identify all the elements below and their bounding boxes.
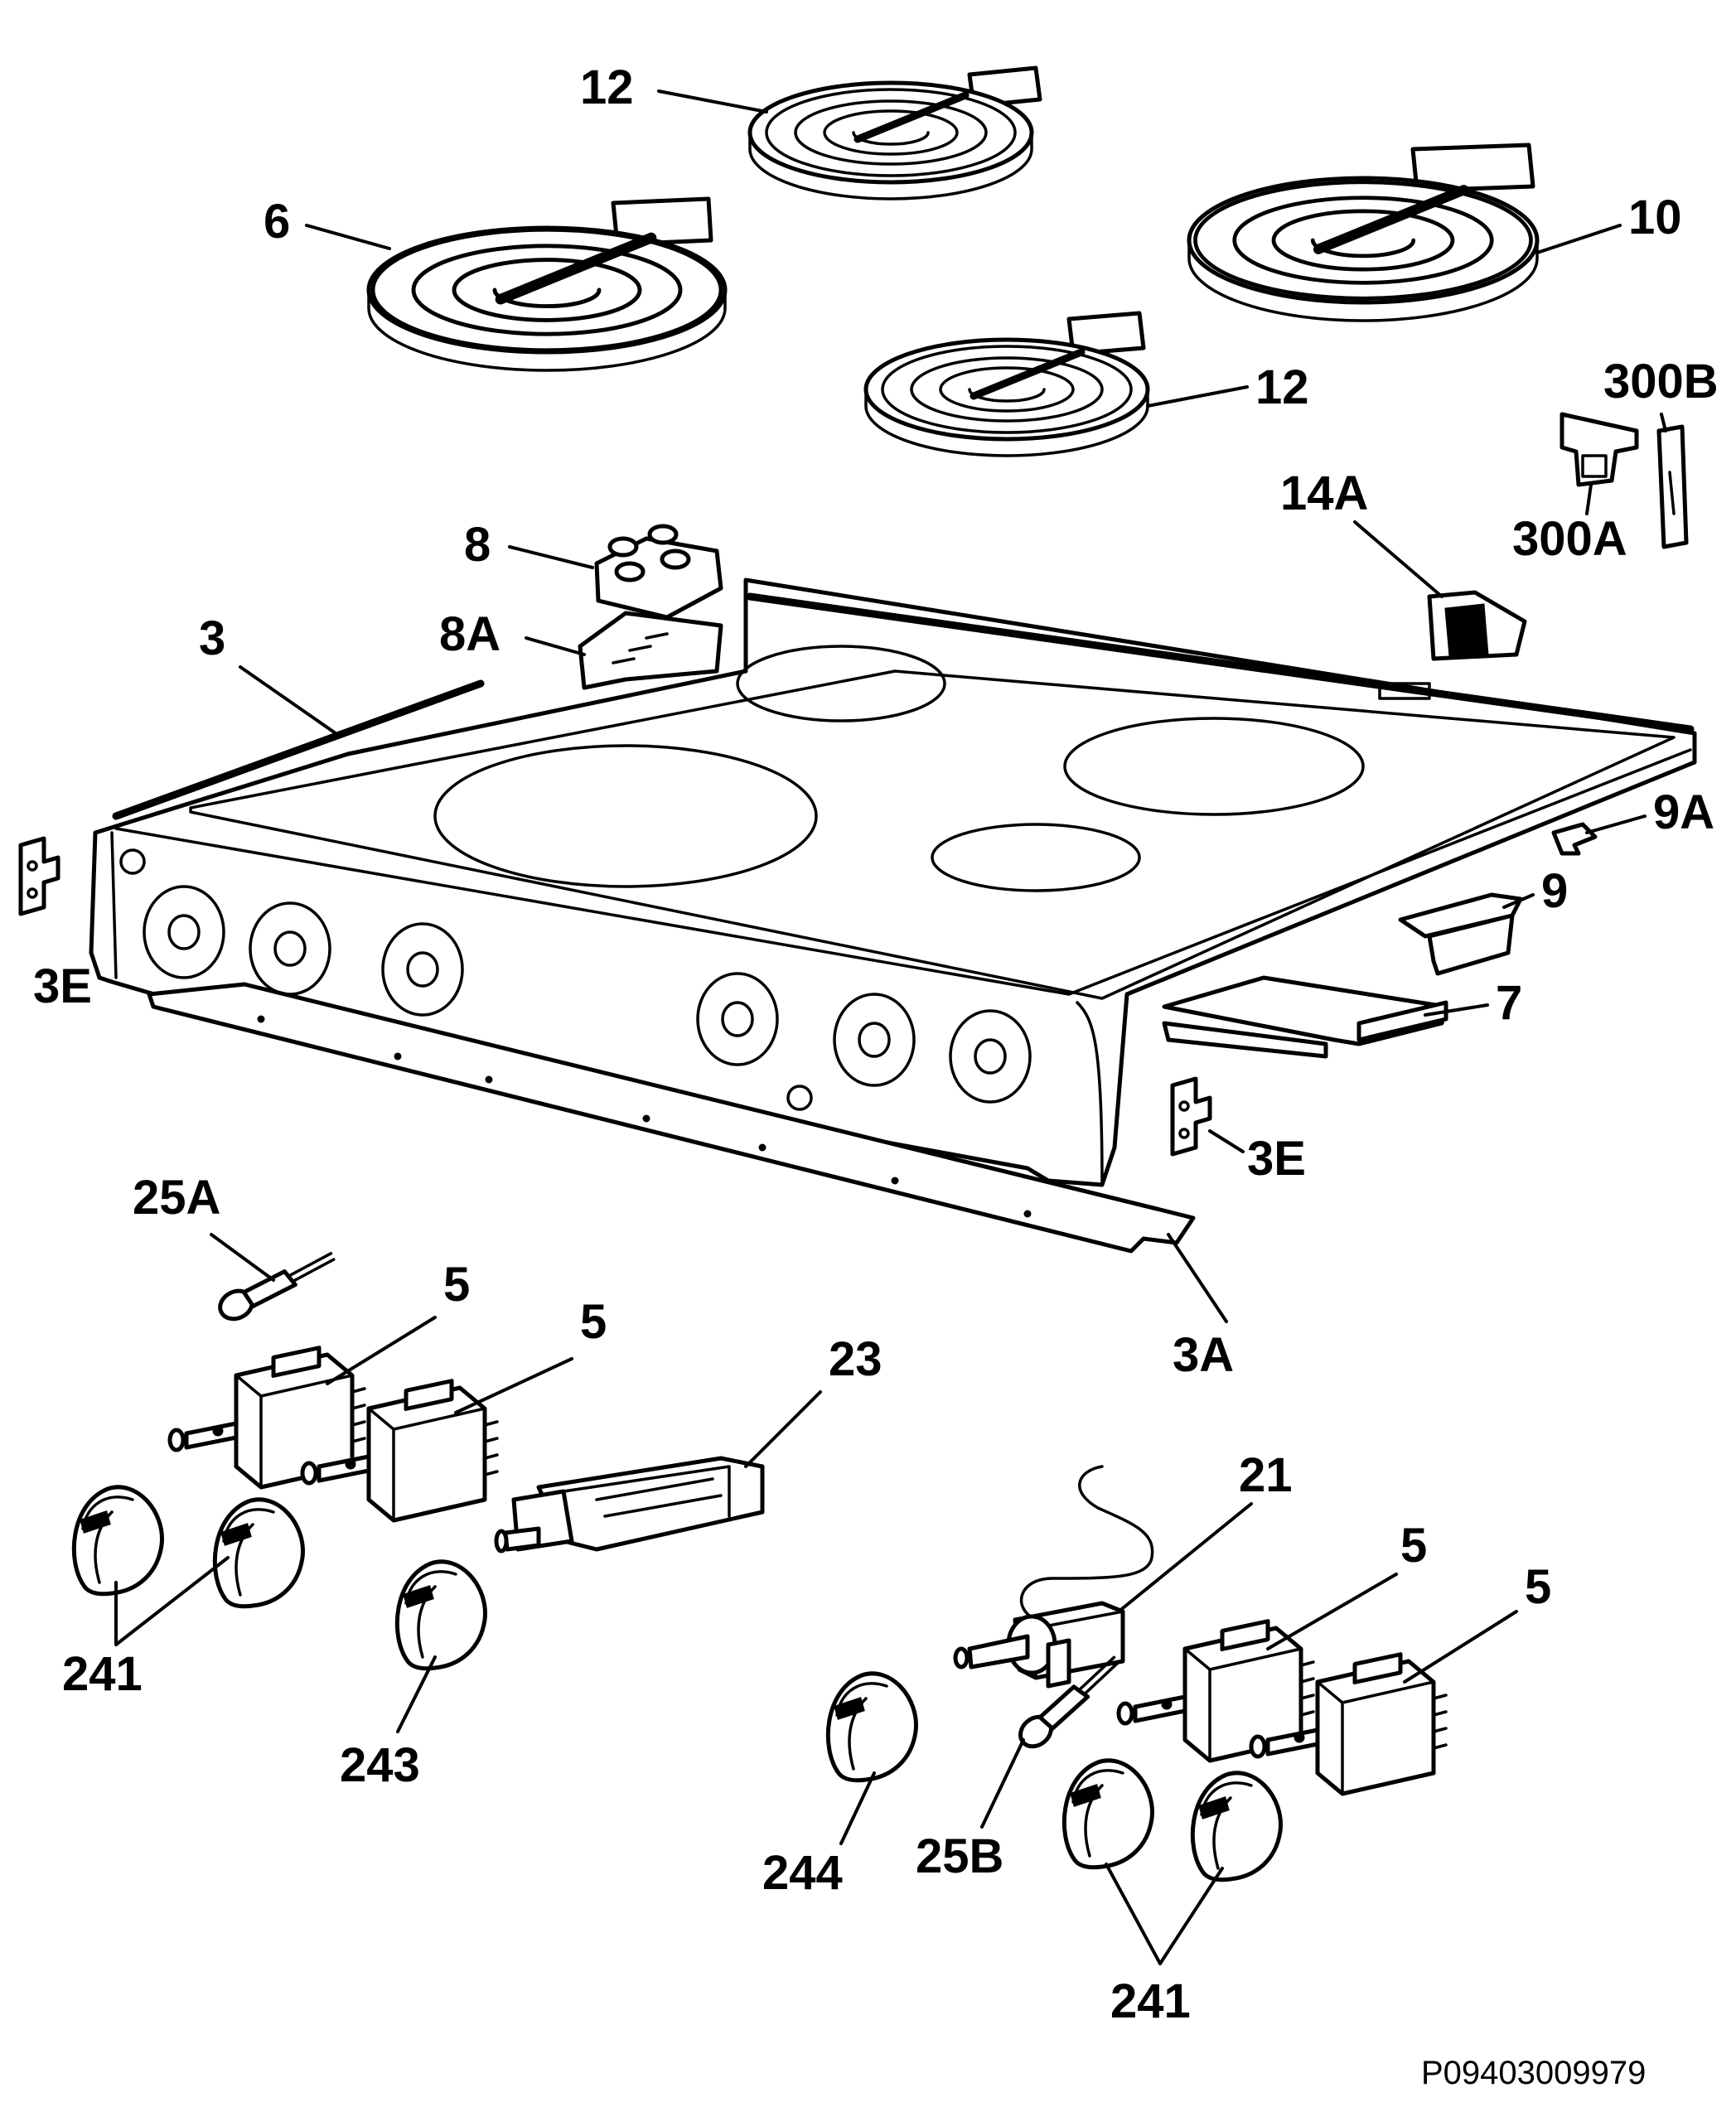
label-9a: 9A bbox=[1653, 785, 1714, 839]
label-8a: 8A bbox=[439, 607, 500, 661]
knob-241-b bbox=[215, 1500, 302, 1607]
label-5-a: 5 bbox=[443, 1258, 470, 1312]
bracket-3e-right bbox=[1173, 1079, 1210, 1154]
leader-lines bbox=[114, 89, 1667, 1965]
label-7: 7 bbox=[1496, 976, 1522, 1030]
knob-241-a bbox=[74, 1487, 162, 1594]
part-labels: 12 6 10 12 300B 300A 14A 8 8A 3 9A 9 7 3… bbox=[33, 60, 1719, 2091]
terminal-block-8 bbox=[594, 524, 723, 620]
bracket-3e-left bbox=[21, 838, 58, 914]
knob-244 bbox=[828, 1674, 916, 1781]
label-243: 243 bbox=[340, 1738, 420, 1792]
clip-9a bbox=[1551, 822, 1598, 856]
thermostat-21 bbox=[953, 1465, 1154, 1689]
burner-10-right bbox=[1187, 143, 1540, 322]
label-5-d: 5 bbox=[1525, 1560, 1551, 1614]
knob-hole bbox=[143, 885, 225, 979]
label-25a: 25A bbox=[133, 1171, 220, 1225]
burner-6-left bbox=[366, 196, 728, 372]
knob-243 bbox=[397, 1562, 485, 1669]
front-rail-3a bbox=[147, 982, 1196, 1254]
knob-hole bbox=[833, 993, 916, 1087]
label-12-front: 12 bbox=[1255, 360, 1309, 414]
bracket-300a bbox=[1559, 412, 1639, 487]
drawing-code: P09403009979 bbox=[1421, 2055, 1646, 2091]
cooktop-frame-3 bbox=[89, 577, 1697, 1187]
knob-hole bbox=[949, 1009, 1032, 1104]
label-300b: 300B bbox=[1603, 355, 1719, 408]
bracket-9 bbox=[1398, 892, 1523, 976]
label-241-b: 241 bbox=[1110, 1974, 1191, 2028]
indicator-lamp-25a bbox=[218, 1252, 336, 1322]
indicator-lamp-25b bbox=[1018, 1655, 1120, 1749]
label-5-c: 5 bbox=[1400, 1519, 1427, 1573]
label-3: 3 bbox=[199, 611, 225, 665]
label-8: 8 bbox=[464, 518, 491, 572]
label-241-a: 241 bbox=[62, 1647, 143, 1701]
indicator-light-14a bbox=[1427, 590, 1527, 661]
label-244: 244 bbox=[762, 1846, 843, 1900]
label-14a: 14A bbox=[1280, 466, 1368, 520]
label-12-rear: 12 bbox=[580, 60, 634, 114]
label-3e-right: 3E bbox=[1247, 1132, 1306, 1186]
label-10: 10 bbox=[1628, 191, 1682, 244]
knob-hole bbox=[381, 922, 464, 1017]
label-5-b: 5 bbox=[580, 1295, 607, 1349]
bracket-8a bbox=[578, 611, 723, 690]
label-9: 9 bbox=[1541, 864, 1568, 918]
label-300a: 300A bbox=[1512, 512, 1627, 566]
label-6: 6 bbox=[264, 195, 290, 249]
label-3e-left: 3E bbox=[33, 959, 92, 1013]
burner-12-front bbox=[863, 311, 1150, 457]
bracket-300b bbox=[1656, 424, 1689, 549]
label-23: 23 bbox=[829, 1332, 883, 1386]
label-21: 21 bbox=[1239, 1448, 1293, 1502]
knob-241-c bbox=[1064, 1761, 1152, 1868]
rail-7 bbox=[1162, 975, 1448, 1059]
knob-241-d bbox=[1192, 1773, 1280, 1880]
label-25b: 25B bbox=[916, 1829, 1003, 1883]
oven-selector-23 bbox=[494, 1456, 765, 1554]
knob-hole bbox=[696, 972, 779, 1066]
burner-12-rear bbox=[747, 65, 1042, 201]
label-3a: 3A bbox=[1173, 1328, 1234, 1382]
